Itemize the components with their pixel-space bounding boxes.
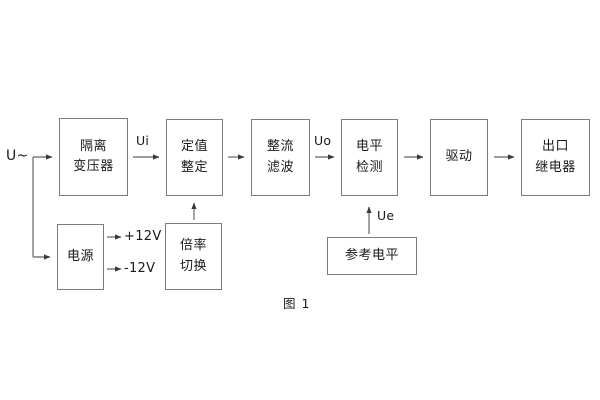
block-isolation-transformer[interactable]: 隔离 变压器 [59, 118, 128, 196]
block-driver[interactable]: 驱动 [430, 119, 488, 196]
block-line: 电平 [355, 139, 383, 155]
block-line: 出口 [541, 139, 569, 155]
block-output-relay[interactable]: 出口 继电器 [521, 119, 590, 196]
block-line: 切换 [179, 258, 207, 274]
block-line: 整定 [180, 159, 208, 175]
block-power-supply[interactable]: 电源 [57, 224, 104, 290]
block-multiplier-switch[interactable]: 倍率 切换 [165, 223, 222, 290]
block-reference-level[interactable]: 参考电平 [327, 237, 417, 275]
rail-label-negative: -12V [124, 261, 156, 276]
signal-label-ui: Ui [136, 133, 150, 148]
block-line: 定值 [180, 139, 208, 155]
block-line: 继电器 [535, 159, 576, 175]
block-line: 参考电平 [344, 247, 399, 263]
block-level-detection[interactable]: 电平 检测 [341, 119, 398, 196]
signal-label-ue: Ue [377, 208, 395, 223]
block-line: 电源 [66, 248, 94, 264]
block-line: 滤波 [266, 159, 294, 175]
block-line: 驱动 [445, 149, 473, 165]
signal-label-uo: Uo [314, 133, 332, 148]
block-setting-value[interactable]: 定值 整定 [166, 119, 223, 196]
block-line: 变压器 [73, 159, 114, 174]
wire-input-split [32, 154, 53, 260]
block-rectify-filter[interactable]: 整流 滤波 [251, 119, 310, 196]
block-line: 检测 [355, 159, 383, 175]
block-line: 倍率 [179, 238, 207, 254]
figure-caption: 图 1 [283, 296, 311, 311]
block-line: 整流 [266, 139, 294, 155]
rail-label-positive: +12V [124, 229, 162, 244]
input-label: U~ [6, 148, 29, 164]
block-line: 隔离 [79, 138, 107, 154]
